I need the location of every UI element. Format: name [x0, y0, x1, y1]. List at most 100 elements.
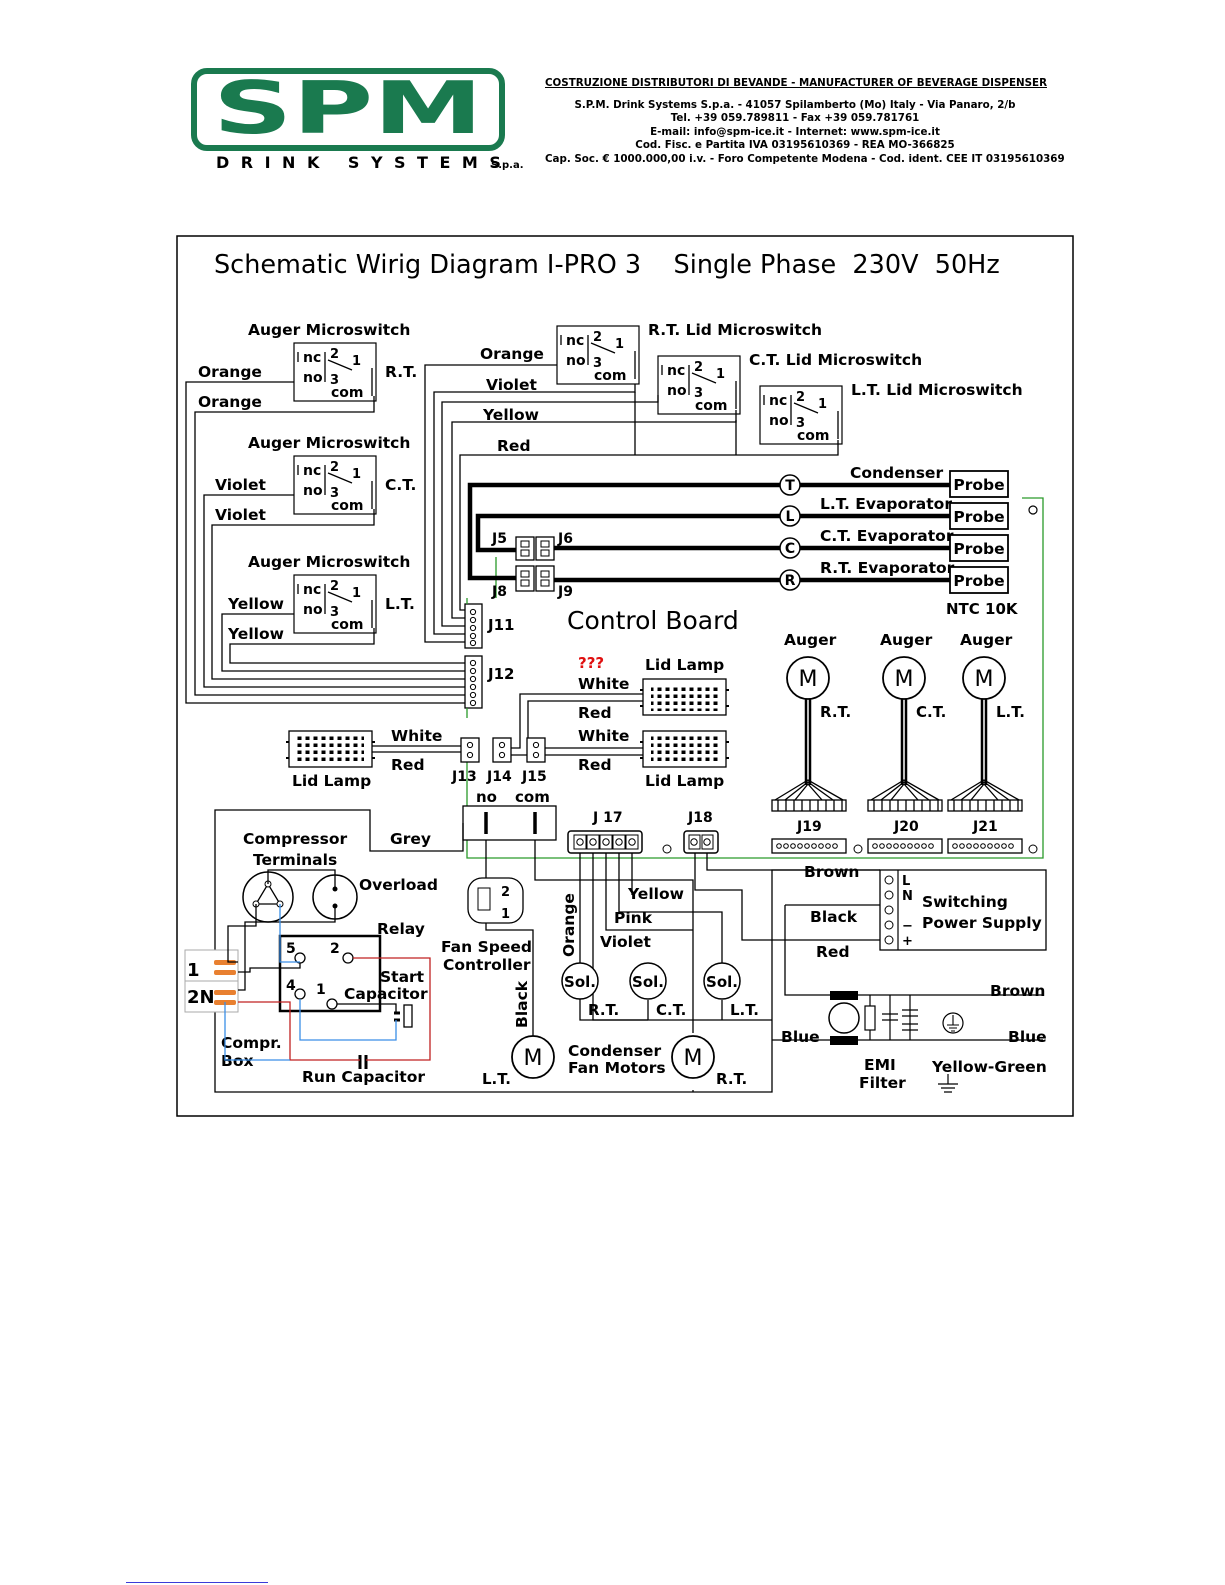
harness-wires — [185, 364, 839, 704]
ms-pin2: 2 — [330, 579, 339, 594]
label-j15: J15 — [521, 769, 547, 785]
emi-label-2: Filter — [859, 1074, 906, 1092]
label-fan-speed-1: Fan Speed — [441, 938, 532, 956]
wire-label-yellow-4: Yellow — [627, 885, 684, 903]
wire-label-black-2: Black — [810, 908, 858, 926]
lid-microswitch-rt: nc 2 1 no 3 com R.T. Lid Microswitch — [556, 321, 822, 385]
ms-title: R.T. Lid Microswitch — [648, 321, 822, 339]
control-board-outline — [466, 497, 1044, 859]
psu-label-2: Power Supply — [922, 914, 1042, 932]
solenoid-lt: Sol. L.T. — [703, 962, 759, 1019]
label-start-cap-1: Start — [380, 968, 425, 986]
psu-label-1: Switching — [922, 893, 1008, 911]
fan-pos: L.T. — [482, 1070, 511, 1088]
lamp-wires — [372, 693, 643, 756]
ms-nc: nc — [667, 363, 685, 379]
relay-pin-5: 5 — [286, 941, 296, 957]
ms-title: C.T. Lid Microswitch — [749, 351, 922, 369]
ms-label: Auger Microswitch — [248, 321, 410, 339]
label-ntc: NTC 10K — [946, 600, 1019, 618]
wire-label-orange-4: Orange — [560, 893, 578, 957]
label-condenser: Condenser — [850, 464, 943, 482]
wire-label-blue-2: Blue — [1008, 1028, 1047, 1046]
auger-microswitch-rt: Auger Microswitch nc 2 1 no 3 com R.T. — [248, 321, 417, 402]
psu-n: N — [902, 889, 913, 904]
ms-pin1: 1 — [352, 586, 361, 601]
wire-label-white-3: White — [391, 727, 442, 745]
sensor-t: T — [785, 478, 795, 494]
fs-pin-2: 2 — [501, 885, 510, 900]
ms-nc: nc — [303, 350, 321, 366]
ms-com: com — [331, 617, 364, 633]
switching-power-supply: L N − + Switching Power Supply — [879, 869, 1047, 951]
label-j13: J13 — [451, 769, 477, 785]
motor-m: M — [524, 1046, 543, 1071]
ms-com: com — [594, 368, 627, 384]
label-overload: Overload — [359, 876, 438, 894]
wire-label-pink: Pink — [614, 909, 653, 927]
label-question-marks: ??? — [578, 654, 604, 672]
ms-pin3: 3 — [796, 416, 805, 431]
wire-label-white-1: White — [578, 675, 629, 693]
motor-m: M — [684, 1046, 703, 1071]
sensor-c: C — [785, 541, 795, 557]
ms-com: com — [695, 398, 728, 414]
fs-pin-1: 1 — [501, 907, 510, 922]
ms-pin1: 1 — [818, 397, 827, 412]
probe-lt: Probe — [953, 508, 1004, 526]
label-ct-evaporator: C.T. Evaporator — [820, 527, 954, 545]
logo-suffix: S.p.a. — [491, 160, 524, 171]
fan-pos: R.T. — [716, 1070, 747, 1088]
motor-m: M — [975, 667, 994, 692]
psu-plus: + — [902, 934, 913, 949]
ms-pin2: 2 — [796, 390, 805, 405]
wire-label-red-3: Red — [578, 756, 612, 774]
lid-lamp-left — [286, 730, 375, 768]
label-rt-evaporator: R.T. Evaporator — [820, 559, 955, 577]
sol-label: Sol. — [564, 973, 596, 991]
ms-no: no — [769, 413, 789, 429]
footer-rule — [126, 1582, 268, 1583]
ms-pos: L.T. — [385, 595, 415, 613]
ms-pos: C.T. — [385, 476, 416, 494]
ms-label: Auger Microswitch — [248, 553, 410, 571]
wire-label-red-2: Red — [578, 704, 612, 722]
ms-title: L.T. Lid Microswitch — [851, 381, 1023, 399]
relay-pin-1: 1 — [316, 982, 326, 998]
auger-microswitch-ct: Auger Microswitch nc 2 1 no 3 com C.T. — [248, 434, 416, 515]
wire-label-brown-1: Brown — [804, 863, 859, 881]
relay-com: com — [515, 788, 550, 806]
lid-microswitch-lt: nc 2 1 no 3 com L.T. Lid Microswitch — [759, 381, 1023, 445]
emi-label-1: EMI — [864, 1056, 896, 1074]
auger-pos: L.T. — [996, 703, 1025, 721]
ms-com: com — [331, 385, 364, 401]
wire-label-black-1: Black — [513, 980, 531, 1028]
connectors-j13-j15: J13 J14 J15 — [451, 737, 547, 785]
wire-label-yellow-1: Yellow — [227, 595, 284, 613]
fan-speed-controller: 2 1 Fan Speed Controller — [441, 877, 532, 974]
ms-nc: nc — [303, 463, 321, 479]
connector-j12: J12 — [464, 655, 514, 709]
probe-condenser: Probe — [953, 476, 1004, 494]
fan-motor-lt: M L.T. — [482, 1035, 555, 1088]
probe-rt: Probe — [953, 572, 1004, 590]
ms-nc: nc — [566, 333, 584, 349]
probe-wires — [467, 482, 950, 583]
ms-no: no — [303, 483, 323, 499]
company-logo: SPM DRINK SYSTEMS S.p.a. — [191, 66, 524, 172]
relay-no: no — [476, 788, 497, 806]
sensor-r: R — [785, 573, 796, 589]
motor-m: M — [895, 667, 914, 692]
label-compr-box-1: Compr. — [221, 1034, 282, 1052]
header-line-phone: Tel. +39 059.789811 - Fax +39 059.781761 — [670, 112, 920, 125]
psu-minus: − — [902, 919, 913, 934]
label-fan-speed-2: Controller — [443, 956, 531, 974]
wire-label-red-1: Red — [497, 437, 531, 455]
label-run-capacitor: Run Capacitor — [302, 1068, 425, 1086]
logo-mark: SPM — [213, 66, 483, 150]
sol-pos: C.T. — [656, 1001, 686, 1019]
diagram-title: Schematic Wirig Diagram I-PRO 3 Single P… — [214, 250, 1000, 280]
label-j6: J6 — [557, 531, 573, 547]
connectors-j19-j21: J19 J20 J21 — [662, 819, 1038, 854]
